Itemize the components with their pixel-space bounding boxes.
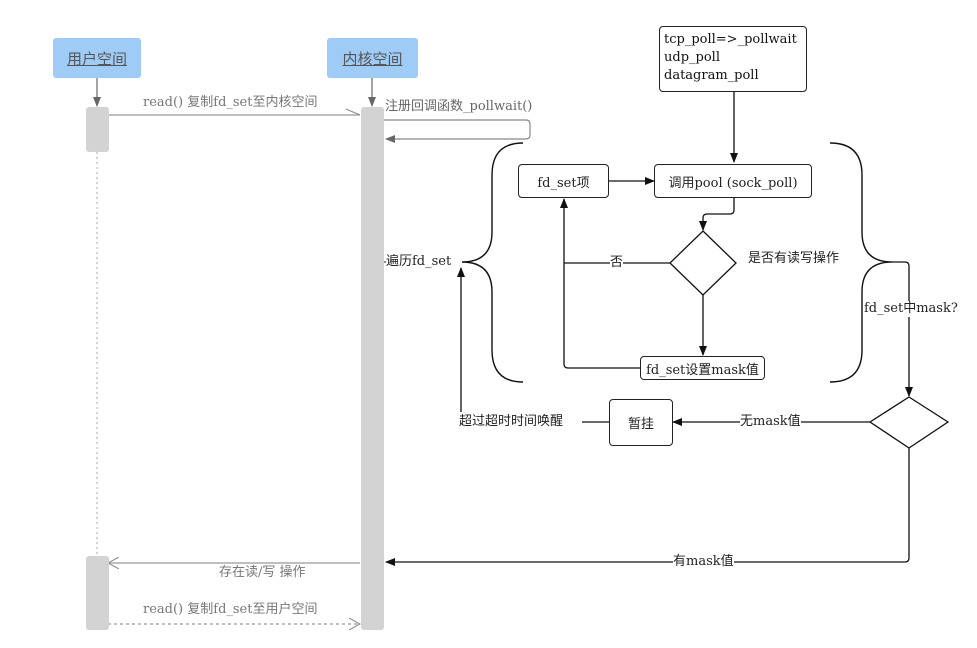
fdset-item-box: fd_set项 xyxy=(518,164,609,198)
note-line-udp-poll: udp_poll xyxy=(664,50,720,65)
lane-user-space: 用户空间 xyxy=(53,38,141,78)
label-no: 否 xyxy=(610,255,624,271)
label-traverse-fdset: 遍历fd_set xyxy=(386,254,452,270)
kernel-activation xyxy=(361,107,384,630)
mask-decision-diamond xyxy=(868,396,950,449)
msg-register-callback xyxy=(384,119,531,143)
lane-kernel-space: 内核空间 xyxy=(327,38,418,78)
label-register-callback: 注册回调函数_pollwait() xyxy=(385,99,533,114)
rw-decision-diamond xyxy=(669,230,737,296)
left-brace xyxy=(461,142,524,383)
call-poll-label: 调用pool (sock_poll) xyxy=(668,175,798,191)
label-timeout-wake: 超过超时时间唤醒 xyxy=(459,414,564,430)
label-no-mask: 无mask值 xyxy=(740,414,801,430)
call-poll-box: 调用pool (sock_poll) xyxy=(654,164,812,198)
suspend-box: 暂挂 xyxy=(609,399,673,446)
label-rw-exists: 存在读/写 操作 xyxy=(219,565,306,580)
user-activation-top xyxy=(86,107,109,152)
set-mask-box: fd_set设置mask值 xyxy=(640,356,765,380)
note-line-datagram-poll: datagram_poll xyxy=(664,68,759,83)
note-line-tcp-poll: tcp_poll=>_pollwait xyxy=(664,32,797,47)
label-mask-question: fd_set中mask? xyxy=(864,301,958,317)
label-read-to-kernel: read() 复制fd_set至内核空间 xyxy=(143,95,318,110)
fdset-item-label: fd_set项 xyxy=(537,175,590,191)
lane-kernel-space-label: 内核空间 xyxy=(342,49,403,68)
user-activation-bottom xyxy=(86,556,109,630)
lane-user-space-label: 用户空间 xyxy=(66,49,127,68)
label-rw-question: 是否有读写操作 xyxy=(748,251,840,267)
label-has-mask: 有mask值 xyxy=(673,554,734,570)
right-brace xyxy=(829,142,893,383)
set-mask-label: fd_set设置mask值 xyxy=(646,362,759,378)
poll-functions-note: tcp_poll=>_pollwait udp_poll datagram_po… xyxy=(659,26,807,92)
suspend-label: 暂挂 xyxy=(627,417,654,432)
label-read-to-user: read() 复制fd_set至用户空间 xyxy=(143,602,318,617)
